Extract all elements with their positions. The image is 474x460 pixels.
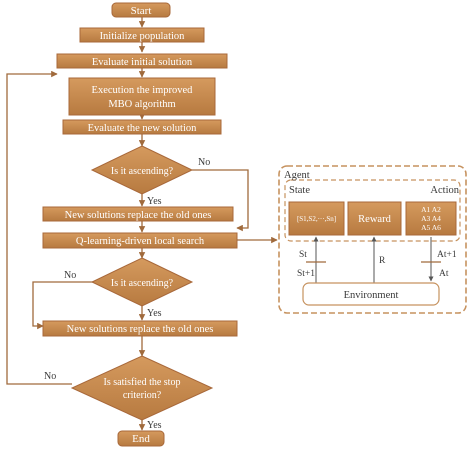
action-label: Action [430,185,459,196]
replace-old-box-1: New solutions replace the old ones [42,206,234,222]
end-label: End [132,433,150,445]
execute-mbo-box: Execution the improved MBO algorithm [68,77,216,116]
r-label: R [379,256,386,266]
reward-label: Reward [358,214,391,225]
state-vector-label: [S1,S2,···,Sn] [297,215,336,223]
initialize-population-box: Initialize population [79,27,205,43]
end-box: End [117,430,165,447]
decision-3-yes-label: Yes [147,420,162,431]
decision-1-yes-label: Yes [147,196,162,207]
environment-box: Environment [302,282,440,306]
connectors [6,17,249,431]
decision-ascending-2: Is it ascending? [90,257,194,307]
evaluate-new-box: Evaluate the new solution [62,119,222,135]
environment-label: Environment [344,290,399,301]
initialize-population-label: Initialize population [100,31,186,42]
replace-old-label-1: New solutions replace the old ones [65,210,212,221]
start-box: Start [111,2,171,18]
s-t1-label: St+1 [297,269,315,279]
actions-line3: A5 A6 [421,223,441,232]
state-label: State [289,185,310,196]
decision-2-label: Is it ascending? [111,278,174,289]
s-t-label: St [299,250,307,260]
start-label: Start [131,5,152,17]
evaluate-new-label: Evaluate the new solution [88,123,198,134]
q-learning-box: Q-learning-driven local search [42,232,238,249]
decision-1-label: Is it ascending? [111,166,174,177]
actions-line2: A3 A4 [421,214,441,223]
decision-1-no-label: No [198,157,210,168]
agent-title: Agent [284,170,310,181]
execute-mbo-line2: MBO algorithm [108,99,175,110]
decision-3-line1: Is satisfied the stop [104,377,181,388]
agent-panel: Agent State Action [S1,S2,···,Sn] Reward… [278,165,467,314]
actions-line1: A1 A2 [421,205,441,214]
replace-old-label-2: New solutions replace the old ones [67,324,214,335]
state-box: [S1,S2,···,Sn] [288,201,345,236]
q-learning-label: Q-learning-driven local search [76,236,205,247]
decision-2-yes-label: Yes [147,308,162,319]
a-t1-label: At+1 [437,250,457,260]
decision-stop-criterion: Is satisfied the stop criterion? [70,355,214,421]
decision-ascending-1: Is it ascending? [90,145,194,195]
a-t-label: At [439,269,449,279]
decision-3-no-label: No [44,371,56,382]
execute-mbo-line1: Execution the improved [92,85,194,96]
reward-box: Reward [347,201,402,236]
evaluate-initial-label: Evaluate initial solution [92,57,193,68]
action-box: A1 A2 A3 A4 A5 A6 [405,201,457,236]
evaluate-initial-box: Evaluate initial solution [56,53,228,69]
decision-3-line2: criterion? [123,390,162,401]
decision-2-no-label: No [64,270,76,281]
replace-old-box-2: New solutions replace the old ones [42,320,238,337]
agent-environment-arrows [306,236,441,283]
